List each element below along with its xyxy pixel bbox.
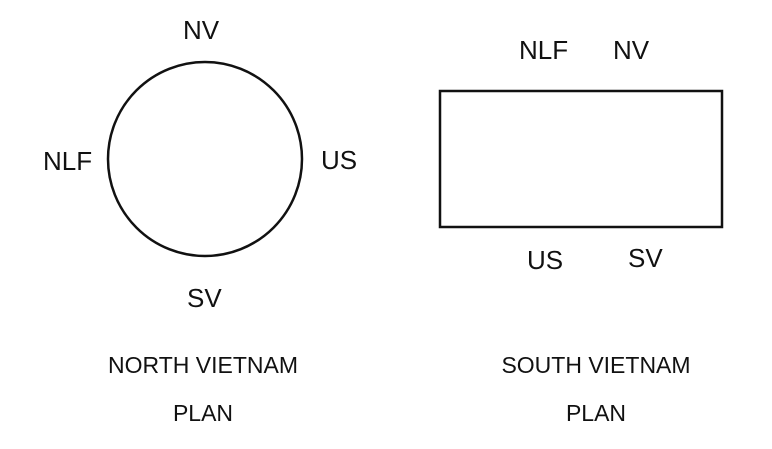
south-plan-bottom-right-seat: SV [628,243,663,273]
north-plan-bottom-seat: SV [187,283,222,313]
north-plan-right-seat: US [321,145,358,175]
rectangular-table-shape [438,89,724,229]
north-plan-caption: NORTH VIETNAM PLAN [53,341,353,437]
north-plan-caption-line2: PLAN [172,400,234,426]
south-plan-caption-line1: SOUTH VIETNAM [501,352,691,378]
north-plan-left-seat: NLF [43,146,93,176]
south-plan-caption-line2: PLAN [565,400,627,426]
south-plan-top-left-seat: NLF [519,35,569,65]
south-plan-top-right-seat: NV [613,35,650,65]
round-table-shape [106,60,304,258]
north-plan-top-seat: NV [183,15,220,45]
south-plan-caption: SOUTH VIETNAM PLAN [446,341,746,437]
south-plan-bottom-left-seat: US [527,245,564,275]
north-plan-caption-line1: NORTH VIETNAM [108,352,298,378]
